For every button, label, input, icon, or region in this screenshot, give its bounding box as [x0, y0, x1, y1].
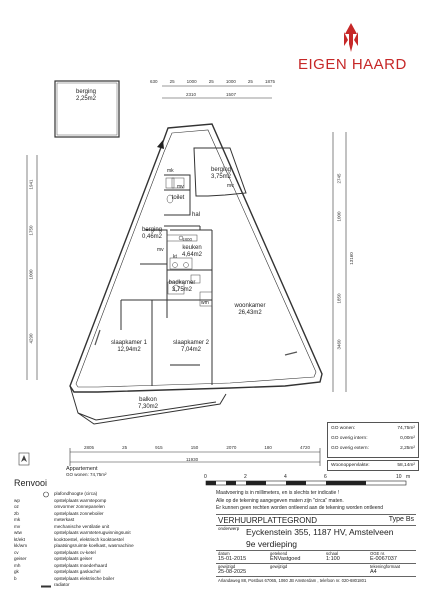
- title-heading: VERHUURPLATTEGROND: [218, 516, 317, 525]
- schaal-label: schaal: [326, 551, 339, 556]
- title-type: Type Bs: [388, 516, 414, 523]
- dim-total: 11930: [186, 457, 199, 462]
- oge-value: E-0067037: [370, 556, 397, 562]
- north-marker-icon: [18, 452, 30, 466]
- ceiling-height-icon: [43, 491, 49, 498]
- entrance-arrow-icon: [157, 140, 164, 149]
- logo: EIGEN HAARD: [296, 22, 406, 74]
- logo-text: EIGEN HAARD: [298, 56, 407, 73]
- datum-label: datum: [218, 551, 230, 556]
- area-row: GO wonen:74,75m²: [331, 426, 415, 431]
- legend-item: plafondhoogte (circa): [54, 491, 98, 496]
- scale-unit: m: [406, 474, 411, 480]
- fixture-mv-3: mv: [157, 247, 164, 253]
- getekend-value: ENVastgoed: [270, 556, 301, 562]
- appartement-label: Appartement GO wonen: 74,75m²: [66, 466, 107, 477]
- dim-right2: 1850: [336, 293, 342, 304]
- formaat-label: tekeningformaat: [370, 564, 401, 569]
- scale-tick-2: 2: [244, 474, 247, 480]
- title-block: VERHUURPLATTEGROND Type Bs onderwerp Eyc…: [216, 514, 416, 598]
- dim-top2-a: 2310: [186, 92, 197, 97]
- scale-tick-4: 4: [284, 474, 287, 480]
- dim-right3: 1000: [336, 211, 342, 222]
- logo-emblem-icon: [344, 23, 358, 52]
- scale-tick-0: 0: [204, 474, 207, 480]
- area-row: GO overig intern:0,00m²: [331, 436, 415, 441]
- dim-right4: 3460: [336, 339, 342, 350]
- formaat-value: A4: [370, 569, 377, 575]
- notes: Maatvoering is in millimeters, en is sle…: [216, 490, 384, 511]
- dim-left3: 1000: [28, 269, 34, 280]
- schaal-value: 1:100: [326, 556, 340, 562]
- legend-item: radiator: [54, 582, 70, 587]
- datum-value: 15-01-2015: [218, 556, 247, 562]
- gewijzigd-label: gewijzigd: [218, 564, 236, 569]
- fixture-wm: wm: [201, 300, 209, 306]
- room-hal: hal: [191, 212, 200, 218]
- dim-keuken: 1800: [182, 237, 193, 242]
- woon-area: Woonoppervlakte: 58,14m²: [327, 460, 419, 471]
- fixture-kt: kt: [173, 254, 177, 260]
- title-footer: Arlandaweg 88, Postbus 67065, 1060 JB Am…: [218, 578, 367, 583]
- dim-right1: 2745: [336, 173, 342, 184]
- area-row: GO overig extern:2,25m²: [331, 446, 415, 451]
- oge-label: OGE nr.: [370, 551, 386, 556]
- onderwerp-label: onderwerp: [218, 526, 240, 531]
- fixture-mv-2: mv: [227, 183, 234, 189]
- radiator-icon: [41, 585, 51, 588]
- dim-left2: 1750: [28, 225, 34, 236]
- fixture-mk: mk: [167, 168, 174, 174]
- room-toilet: toilet: [171, 195, 185, 201]
- area-table: GO wonen:74,75m² GO overig intern:0,00m²…: [327, 422, 419, 458]
- fixture-mv-1: mv: [177, 184, 184, 190]
- dim-left4: 4290: [28, 333, 34, 344]
- gewijzigd-value: 25-08-2025: [218, 569, 247, 575]
- scale-tick-10: 10: [396, 474, 402, 480]
- gewijzigd2-label: gewijzigd: [270, 564, 288, 569]
- getekend-label: getekend: [270, 551, 288, 556]
- title-floor: 9e verdieping: [246, 539, 298, 549]
- scale-tick-6: 6: [324, 474, 327, 480]
- dim-left1: 1941: [28, 179, 34, 190]
- dim-top2-b: 1507: [226, 92, 237, 97]
- legend-title: Renvooi: [14, 478, 48, 488]
- title-address: Eyckenstein 355, 1187 HV, Amstelveen: [246, 527, 394, 537]
- dim-right-total: 13160: [348, 252, 354, 265]
